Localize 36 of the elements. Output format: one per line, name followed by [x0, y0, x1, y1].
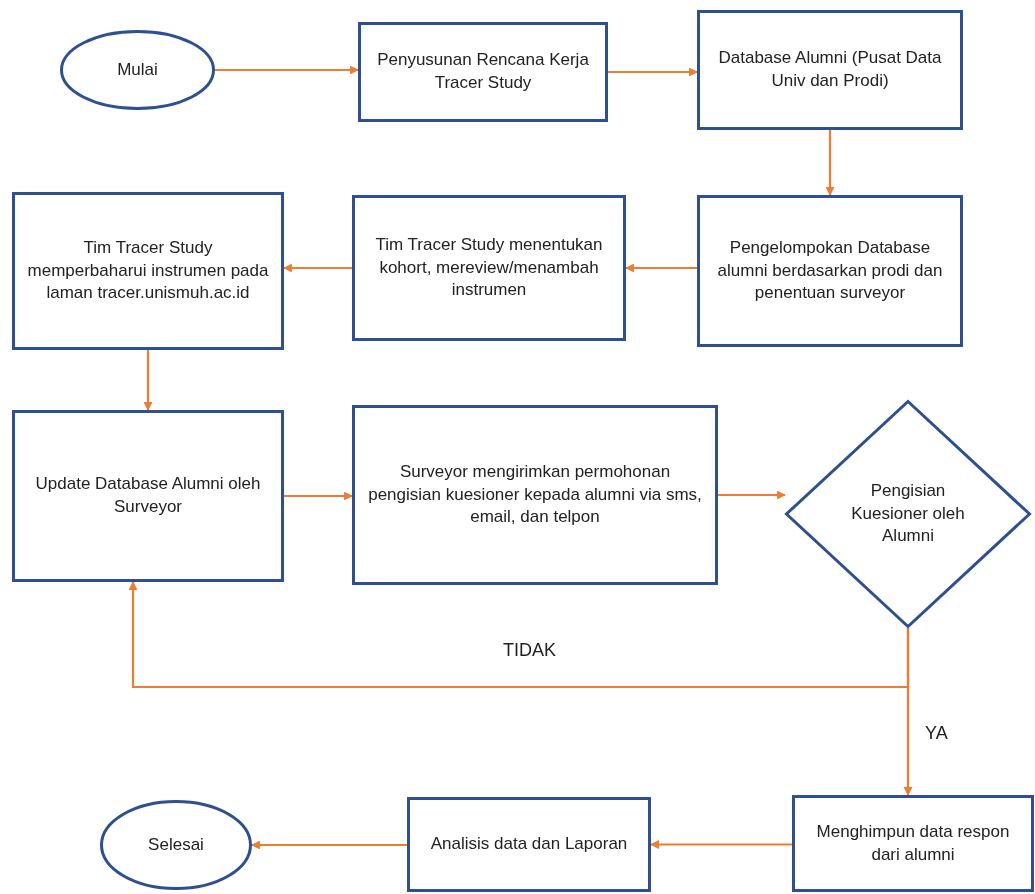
node-text: Surveyor mengirimkan permohonan pengisian kuesioner kepada alumni via sms, email, dan telpon: [367, 460, 703, 529]
process-box: [352, 195, 626, 341]
start-ellipse: [60, 30, 215, 110]
node-text: Pengelompokan Database alumni berdasarkan prodi dan penentuan surveyor: [716, 236, 944, 305]
node-text: Analisis data dan Laporan: [429, 833, 629, 856]
node-text: Tim Tracer Study memperbaharui instrumen pada laman tracer.unismuh.ac.id: [26, 236, 270, 305]
node-text: Database Alumni (Pusat Data Univ dan Prodi): [717, 47, 943, 92]
arrow: [825, 130, 835, 196]
node-text: Penyusunan Rencana Kerja Tracer Study: [376, 49, 590, 94]
arrow: [215, 65, 359, 75]
decision-diamond: [785, 400, 1031, 628]
end-ellipse: [100, 800, 252, 890]
process-box: [352, 405, 718, 585]
process-box: [12, 192, 284, 350]
process-box: [792, 795, 1034, 892]
arrow: [718, 490, 786, 500]
arrow: [143, 350, 153, 411]
arrow: [608, 67, 698, 77]
process-box: [358, 22, 608, 122]
arrow: [650, 840, 792, 849]
process-box: [697, 10, 963, 130]
node-text: Selesai: [147, 833, 205, 856]
arrow: [283, 263, 352, 273]
arrow: [284, 491, 353, 501]
node-text: Menghimpun data respon dari alumni: [815, 820, 1011, 866]
arrow: [251, 840, 407, 850]
arrow: [625, 263, 697, 273]
node-text: Mulai: [116, 58, 159, 81]
process-box: [12, 410, 284, 582]
node-text: Pengisian Kuesioner oleh Alumni: [850, 479, 966, 548]
process-box: [407, 797, 651, 892]
node-text: Update Database Alumni oleh Surveyor: [34, 473, 262, 518]
arrow: [128, 581, 910, 689]
node-text: Tim Tracer Study menentukan kohort, mereview/menambah instrumen: [374, 233, 604, 302]
arrow: [903, 628, 913, 796]
process-box: [697, 195, 963, 347]
